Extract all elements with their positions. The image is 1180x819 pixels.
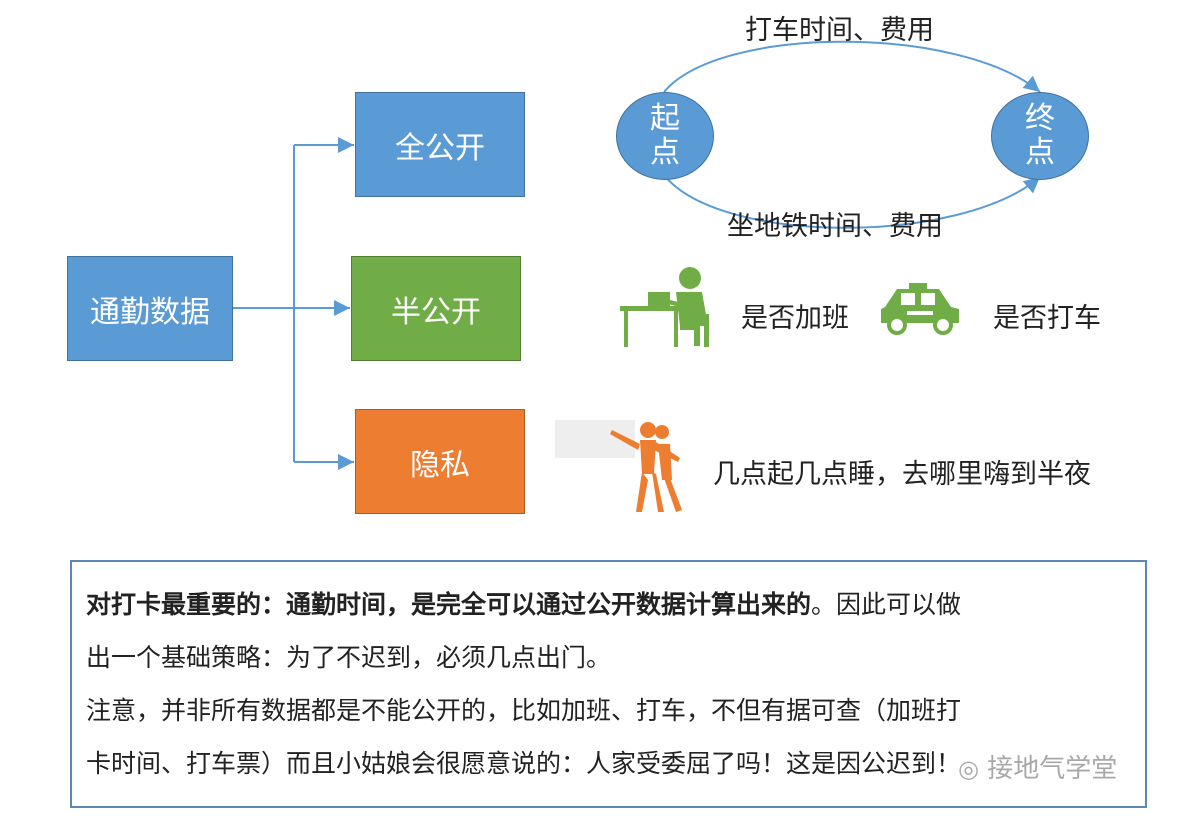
wechat-icon: ◎ <box>958 755 979 783</box>
note-line-3: 注意，并非所有数据都是不能公开的，比如加班、打车，不但有据可查（加班打 <box>86 696 962 725</box>
half-public-label: 半公开 <box>391 294 481 330</box>
full-public-label: 全公开 <box>395 130 485 166</box>
taxi-label: 是否打车 <box>993 303 1101 334</box>
end-point-char-1: 终 <box>1025 101 1055 136</box>
note-bold-text: 对打卡最重要的：通勤时间，是完全可以通过公开数据计算出来的 <box>86 590 812 619</box>
note-line-4: 卡时间、打车票）而且小姑娘会很愿意说的：人家受委屈了吗！这是因公迟到！ <box>86 749 962 778</box>
overtime-label: 是否加班 <box>741 303 849 334</box>
start-point-circle: 起 点 <box>616 92 714 180</box>
subway-route-label: 坐地铁时间、费用 <box>727 211 943 242</box>
note-line-1-rest: 。因此可以做 <box>811 590 962 619</box>
subway-route-arc <box>663 174 1041 229</box>
node-full-public: 全公开 <box>355 92 525 197</box>
dancing-people-icon <box>610 422 682 512</box>
taxi-icon <box>881 283 959 335</box>
note-line-2: 出一个基础策略：为了不迟到，必须几点出门。 <box>86 643 612 672</box>
root-node-label: 通勤数据 <box>90 294 210 330</box>
note-box: 对打卡最重要的：通勤时间，是完全可以通过公开数据计算出来的。因此可以做 出一个基… <box>70 560 1147 808</box>
private-label: 隐私 <box>410 447 470 483</box>
watermark: ◎ 接地气学堂 <box>958 748 1117 785</box>
watermark-text: 接地气学堂 <box>987 754 1118 784</box>
person-at-desk-icon <box>620 267 709 347</box>
node-private: 隐私 <box>355 409 525 514</box>
schedule-label: 几点起几点睡，去哪里嗨到半夜 <box>713 459 1091 490</box>
root-node-commute-data: 通勤数据 <box>67 256 233 361</box>
start-point-char-1: 起 <box>650 101 680 136</box>
start-point-char-2: 点 <box>650 135 680 170</box>
node-half-public: 半公开 <box>351 256 521 361</box>
end-point-circle: 终 点 <box>991 92 1089 180</box>
end-point-char-2: 点 <box>1025 135 1055 170</box>
taxi-route-label: 打车时间、费用 <box>745 15 934 46</box>
note-line-1: 对打卡最重要的：通勤时间，是完全可以通过公开数据计算出来的。因此可以做 <box>86 578 1131 631</box>
taxi-route-arc <box>663 40 1041 93</box>
